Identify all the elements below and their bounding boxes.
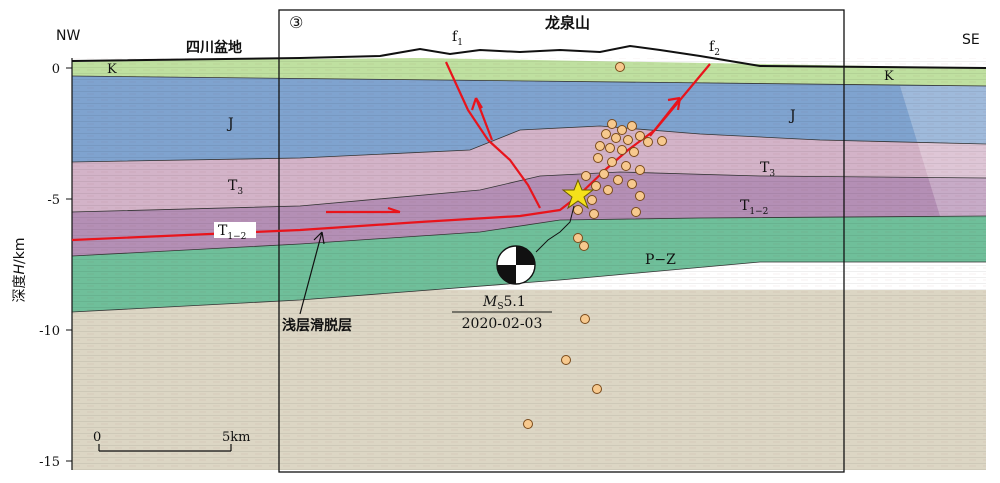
y-tick-10: -10 bbox=[39, 324, 60, 339]
unit-j-right: J bbox=[788, 108, 796, 124]
detachment-label: 浅层滑脱层 bbox=[282, 317, 352, 334]
fault-f1 bbox=[445, 61, 541, 209]
aftershocks bbox=[523, 62, 667, 429]
beachball-connector bbox=[535, 205, 575, 253]
detachment-arrow bbox=[299, 231, 325, 315]
study-window-box bbox=[278, 9, 845, 473]
epicenter-star-icon bbox=[561, 178, 595, 210]
unit-k-left: K bbox=[107, 62, 117, 77]
unit-t12-left: T1−2 bbox=[218, 223, 246, 242]
scale-bar bbox=[98, 444, 232, 452]
y-axis bbox=[66, 67, 72, 462]
panel-tag: ③ bbox=[289, 13, 303, 32]
y-axis-label: 深度H/km bbox=[12, 238, 28, 303]
unit-j-left: J bbox=[226, 116, 234, 132]
unit-pz: P−Z bbox=[645, 252, 676, 268]
compass-se: SE bbox=[962, 32, 980, 48]
unit-t3-right: T3 bbox=[760, 160, 775, 179]
arrow-f2 bbox=[649, 96, 682, 137]
topography-line bbox=[71, 44, 987, 69]
fault-f2-label: f2 bbox=[709, 39, 720, 58]
fault-f1-label: f1 bbox=[452, 29, 463, 48]
event-date: 2020-02-03 bbox=[462, 316, 543, 332]
arrow-t12 bbox=[326, 206, 401, 214]
mountain-label: 龙泉山 bbox=[544, 14, 590, 32]
basin-label: 四川盆地 bbox=[186, 39, 242, 56]
unit-k-right: K bbox=[884, 69, 894, 84]
y-tick-0: 0 bbox=[52, 62, 60, 77]
event-magnitude: MS5.1 bbox=[482, 294, 526, 312]
y-tick-15: -15 bbox=[39, 455, 60, 470]
arrow-f1 bbox=[470, 97, 494, 141]
unit-t3-left: T3 bbox=[228, 178, 243, 197]
scale-bar-start: 0 bbox=[93, 430, 101, 445]
focal-mechanism-icon bbox=[496, 245, 536, 285]
compass-nw: NW bbox=[56, 28, 80, 44]
y-tick-5: -5 bbox=[47, 193, 60, 208]
scale-bar-end: 5km bbox=[222, 430, 250, 445]
unit-t12-right: T1−2 bbox=[740, 198, 768, 217]
